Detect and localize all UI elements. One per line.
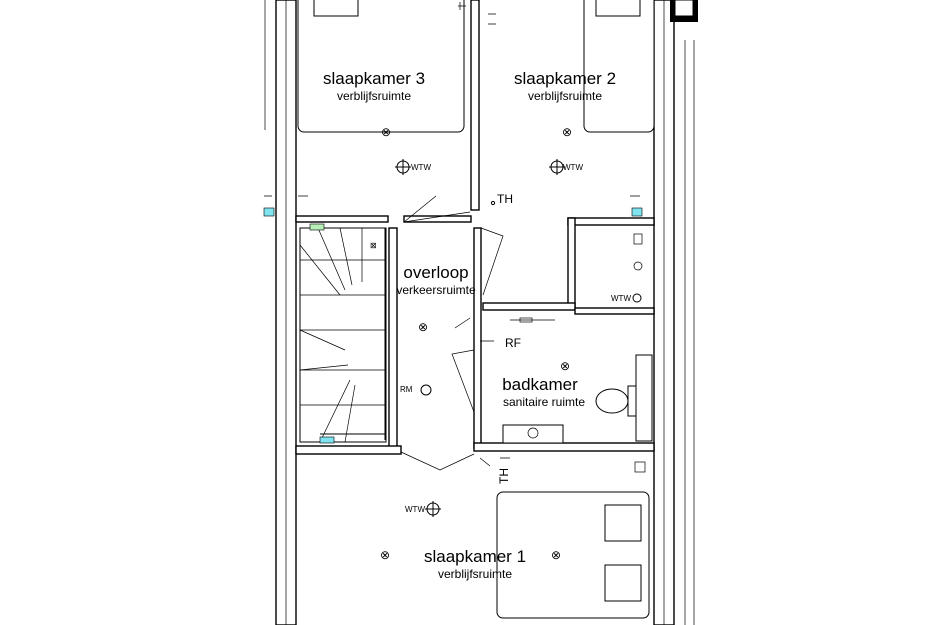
room-function-badkamer: sanitaire ruimte — [503, 395, 585, 409]
light-icon: ⊗ — [551, 548, 561, 562]
light-icon: ⊗ — [562, 125, 572, 139]
rm-detector-icon — [420, 384, 432, 396]
svg-text:⊠: ⊠ — [370, 241, 377, 250]
rf-label: RF — [505, 336, 521, 350]
room-name-slaapkamer3: slaapkamer 3 — [323, 69, 425, 88]
room-name-slaapkamer1: slaapkamer 1 — [424, 547, 526, 566]
walls — [264, 0, 698, 625]
room-name-badkamer: badkamer — [502, 375, 578, 394]
light-icon: ⊗ — [418, 320, 428, 334]
stair: ⊠ — [299, 223, 387, 444]
beds — [297, 0, 655, 619]
ventilation: WTW WTW WTW WTW — [395, 159, 642, 517]
svg-text:WTW: WTW — [411, 163, 431, 172]
switches — [263, 2, 646, 473]
room-function-slaapkamer3: verblijfsruimte — [337, 89, 411, 103]
th-label-bottom: TH — [497, 468, 511, 484]
light-icon: ⊗ — [560, 359, 570, 373]
light-icon: ⊗ — [381, 125, 391, 139]
room-name-overloop: overloop — [403, 263, 468, 282]
labels: TH TH RF RM slaapkamer 3 verblijfsruimte… — [323, 69, 616, 581]
svg-text:WTW: WTW — [563, 163, 583, 172]
th-label-top: TH — [497, 192, 513, 206]
svg-text:WTW: WTW — [405, 505, 425, 514]
light-points: ⊗ ⊗ ⊗ ⊗ ⊗ ⊗ — [380, 125, 572, 562]
svg-text:WTW: WTW — [611, 294, 631, 303]
room-function-slaapkamer2: verblijfsruimte — [528, 89, 602, 103]
bathroom-fixtures — [502, 233, 653, 444]
rm-label: RM — [400, 385, 413, 394]
doors — [400, 195, 504, 471]
room-name-slaapkamer2: slaapkamer 2 — [514, 69, 616, 88]
room-function-slaapkamer1: verblijfsruimte — [438, 567, 512, 581]
light-icon: ⊗ — [380, 548, 390, 562]
room-function-overloop: verkeersruimte — [396, 283, 476, 297]
